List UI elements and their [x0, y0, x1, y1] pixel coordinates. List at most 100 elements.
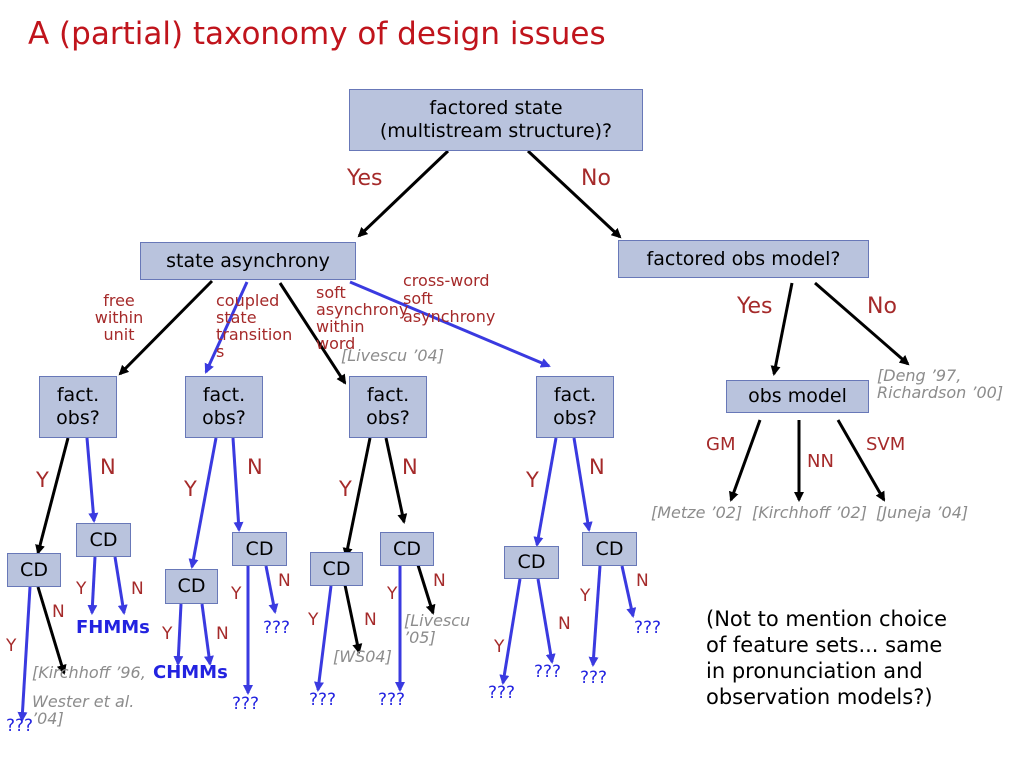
label-fobs-yes: Yes: [737, 294, 773, 319]
leaf-unknown-6: ???: [488, 683, 516, 703]
label-cd5-n: N: [364, 610, 377, 630]
node-cd-5: CD: [310, 552, 363, 586]
node-obs-model: obs model: [726, 380, 869, 413]
state-line: state: [216, 308, 257, 327]
richardson-line: Richardson ’00]: [877, 383, 1004, 402]
edge-factobs-yes: [770, 282, 794, 376]
ref-wester: Wester et al. ’04]: [32, 693, 134, 727]
label-f2-n: N: [247, 455, 263, 479]
ref-livescu-04: [Livescu ’04]: [341, 346, 444, 365]
label-soft-async-within-word: soft asynchrony within word: [316, 284, 408, 352]
label-cd2-n: N: [131, 579, 144, 599]
wester-year-line: ’04]: [32, 709, 64, 728]
leaf-fhmms: FHMMs: [76, 617, 150, 638]
edge-f1-n: [85, 437, 99, 523]
edge-coupled: [204, 281, 249, 374]
leaf-chmms: CHMMs: [153, 662, 228, 683]
fact-obs-2-line2: obs?: [202, 407, 246, 429]
leaf-unknown-9: ???: [634, 618, 662, 638]
edge-cd1-n: [36, 586, 67, 675]
label-cd6-y: Y: [387, 584, 398, 604]
footnote-line-3: in pronunciation and: [706, 659, 923, 683]
label-f1-y: Y: [36, 468, 49, 492]
label-f1-n: N: [100, 455, 116, 479]
within-word-line: within: [316, 317, 365, 336]
leaf-unknown-5: ???: [378, 690, 406, 710]
edge-f3-y: [342, 437, 372, 558]
label-cross-word-soft-async: cross-word soft asynchrony: [403, 272, 495, 326]
within-line: within: [94, 308, 144, 327]
label-f4-n: N: [589, 455, 605, 479]
node-cd-3: CD: [165, 569, 218, 604]
label-cd8-n: N: [636, 571, 649, 591]
slide-title: A (partial) taxonomy of design issues: [28, 16, 606, 52]
leaf-unknown-8: ???: [580, 668, 608, 688]
label-free-within-unit: free within unit: [88, 292, 150, 343]
ref-juneja: [Juneja ’04]: [876, 503, 969, 522]
edge-cd3-n: [343, 584, 363, 654]
leaf-unknown-7: ???: [534, 662, 562, 682]
node-fact-obs-1: fact. obs?: [39, 376, 117, 438]
node-cd-2: CD: [76, 523, 131, 557]
node-fact-obs-2: fact. obs?: [185, 376, 263, 438]
edge-cross-word: [349, 280, 551, 368]
label-f3-n: N: [402, 455, 418, 479]
label-cd8-y: Y: [580, 586, 591, 606]
s-line: s: [216, 342, 225, 361]
edge-cd5-n: [200, 603, 214, 666]
edge-cd4-n: [416, 564, 436, 615]
edge-f3-n: [384, 437, 408, 524]
edge-root-no: [526, 149, 622, 239]
label-cd1-n: N: [52, 602, 65, 622]
edge-cd3-y: [314, 585, 333, 692]
node-cd-4: CD: [232, 532, 287, 566]
edge-root-yes: [357, 149, 450, 238]
ref-ws04: [WS04]: [333, 647, 392, 666]
leaf-unknown-2: ???: [232, 694, 260, 714]
node-cd-1: CD: [7, 553, 61, 587]
footnote-line-2: of feature sets... same: [706, 633, 943, 657]
node-fact-obs-3: fact. obs?: [349, 376, 427, 438]
leaf-unknown-4: ???: [309, 690, 337, 710]
edge-svm: [836, 419, 886, 502]
edge-f1-y: [35, 437, 70, 555]
livescu05-line: [Livescu: [404, 611, 471, 630]
label-cd3-y: Y: [162, 624, 173, 644]
edge-cd5-y: [173, 603, 184, 666]
wester-line: Wester et al.: [32, 692, 135, 711]
node-cd-7: CD: [504, 546, 559, 579]
ref-metze: [Metze ’02]: [651, 503, 743, 522]
fact-obs-1-line1: fact.: [56, 384, 100, 406]
fact-obs-2-line1: fact.: [202, 384, 246, 406]
label-coupled-state-transitions: coupled state transition s: [216, 292, 292, 360]
fact-obs-3-line1: fact.: [366, 384, 410, 406]
transition-line: transition: [216, 325, 293, 344]
deng-line: [Deng ’97,: [877, 366, 962, 385]
label-gm: GM: [706, 434, 736, 455]
edge-f4-n: [572, 437, 593, 532]
node-cd-6: CD: [380, 532, 434, 566]
ref-livescu-05: [Livescu ’05]: [404, 612, 470, 646]
label-cd4-n: N: [278, 571, 291, 591]
label-nn: NN: [807, 451, 834, 472]
node-factored-state: factored state (multistream structure)?: [349, 89, 643, 151]
footnote-line-1: (Not to mention choice: [706, 607, 948, 631]
label-cd4-y: Y: [231, 584, 242, 604]
node-fact-obs-4: fact. obs?: [536, 376, 614, 438]
edge-cd2-y: [87, 556, 98, 615]
edge-f4-y: [533, 437, 558, 547]
edge-cd8-n: [620, 565, 637, 618]
label-cd5-y: Y: [308, 610, 319, 630]
node-factored-state-line1: factored state: [429, 97, 563, 119]
word-line: word: [316, 334, 356, 353]
footnote-line-4: observation models?): [706, 685, 933, 709]
edge-cd6-n: [264, 565, 279, 614]
edge-cd8-y: [588, 565, 602, 667]
soft-line: soft: [316, 283, 346, 302]
ref-kirchhoff-96: [Kirchhoff ’96,: [32, 663, 146, 682]
ref-deng-richardson: [Deng ’97, Richardson ’00]: [877, 367, 1003, 401]
fact-obs-3-line2: obs?: [366, 407, 410, 429]
edge-cd7-n: [536, 578, 556, 664]
edge-gm: [729, 419, 762, 502]
